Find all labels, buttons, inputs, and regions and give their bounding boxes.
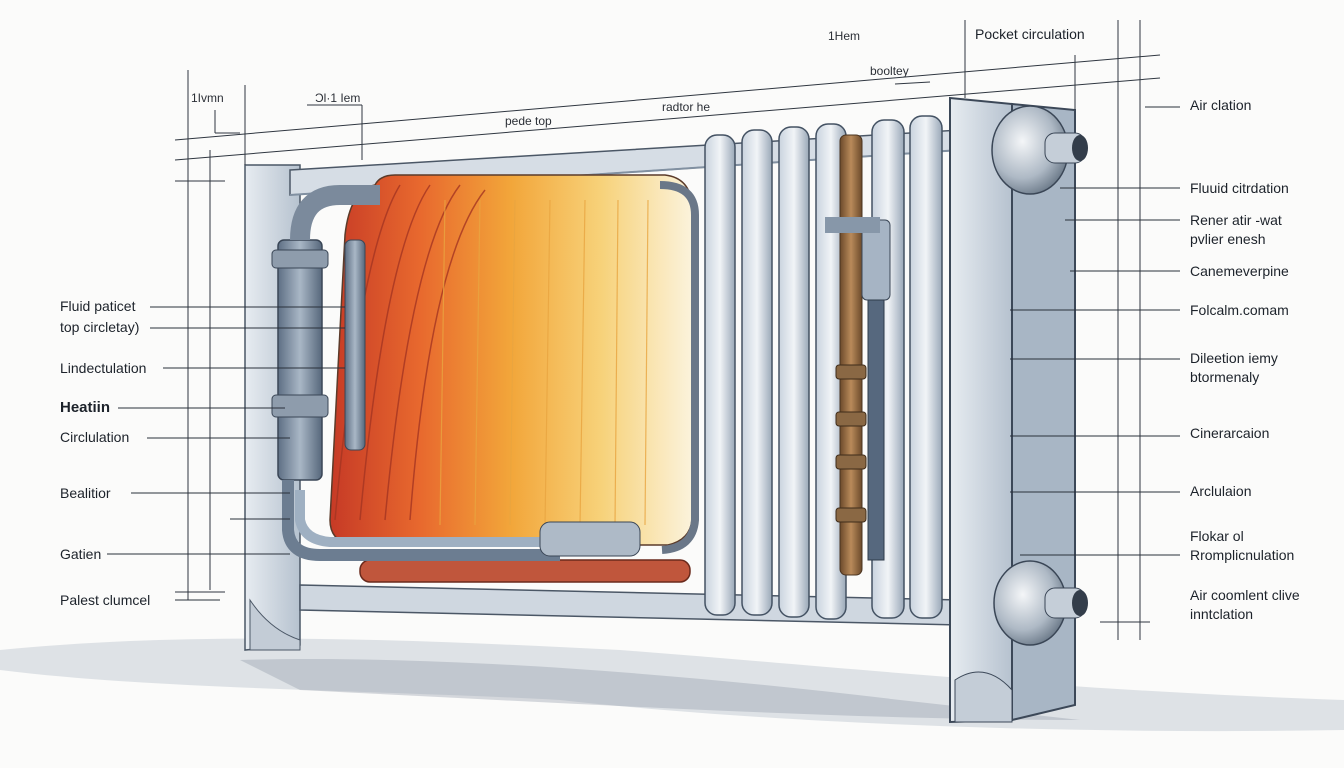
dim-top-width: 1Hem bbox=[828, 29, 861, 43]
radiator-label: radtor he bbox=[662, 100, 711, 114]
radiator-fins bbox=[704, 115, 943, 620]
left-label-bealitior: Bealitior bbox=[60, 485, 111, 501]
right-label-folcalm: Folcalm.comam bbox=[1190, 302, 1289, 318]
bottom-valve bbox=[993, 560, 1088, 646]
left-label-lindectulation: Lindectulation bbox=[60, 360, 147, 376]
right-leaders bbox=[1010, 106, 1180, 556]
dim-left-height: 1Ivmn bbox=[191, 91, 224, 105]
air-vent-valve-top bbox=[991, 105, 1088, 195]
right-label-arclulaion: Arclulaion bbox=[1190, 483, 1252, 499]
center-pipes bbox=[825, 134, 891, 576]
left-label-gatien: Gatien bbox=[60, 546, 102, 562]
right-end-plate bbox=[949, 96, 1076, 724]
left-label-heatiin: Heatiin bbox=[60, 399, 111, 416]
dim-inner: Ɔl·1 Iem bbox=[315, 91, 361, 105]
right-label-canemeverpine: Canemeverpine bbox=[1190, 263, 1289, 279]
left-label-palest-clumcel: Palest clumcel bbox=[60, 592, 151, 608]
right-label-flokar-ol: Flokar ol Rromplicnulation bbox=[1190, 528, 1295, 563]
floor-shadow bbox=[0, 638, 1344, 732]
left-label-top-circletay: top circletay) bbox=[60, 319, 140, 335]
right-label-rener-atir: Rener atir -wat pvlier enesh bbox=[1190, 212, 1282, 247]
right-label-air-coomlent: Air coomlent clive inntclation bbox=[1190, 587, 1300, 622]
left-leaders bbox=[107, 306, 345, 601]
right-label-dileetion: Dileetion iemy btormenaly bbox=[1190, 350, 1278, 385]
right-label-fluuid-citrdation: Fluuid citrdation bbox=[1190, 180, 1289, 196]
pede-top-label: pede top bbox=[505, 114, 552, 128]
right-label-air-clation: Air clation bbox=[1190, 97, 1252, 113]
pocket-circulation-label: Pocket circulation bbox=[975, 26, 1085, 42]
right-label-cinerarcaion: Cinerarcaion bbox=[1190, 425, 1270, 441]
heat-cutaway bbox=[329, 174, 699, 554]
boiler-label: booltey bbox=[870, 64, 909, 78]
left-pipes bbox=[271, 185, 641, 561]
left-label-circlulation: Circlulation bbox=[60, 429, 130, 445]
dimension-lines bbox=[174, 20, 1161, 640]
left-label-fluid-paticet: Fluid paticet bbox=[60, 298, 136, 314]
